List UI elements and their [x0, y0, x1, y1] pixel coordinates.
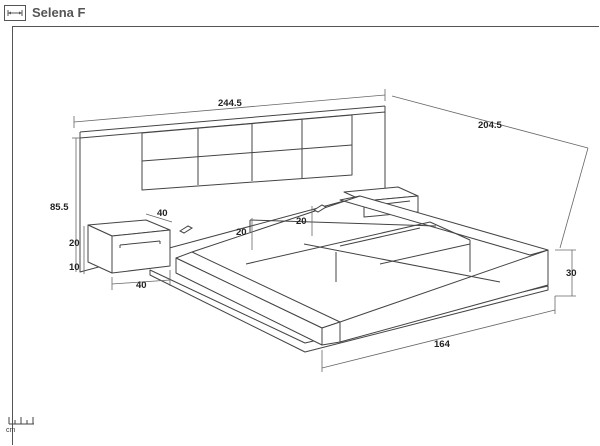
hardware-icon-right	[312, 204, 328, 213]
dim-nightstand-width: 40	[136, 280, 147, 291]
ruler-icon	[8, 417, 34, 425]
dim-headboard-height: 85.5	[50, 202, 69, 213]
left-nightstand	[87, 219, 171, 274]
dim-nightstand-height: 20	[69, 238, 80, 249]
dim-interior-height: 20	[296, 216, 307, 227]
header: Selena F	[0, 0, 600, 30]
units-label: cm	[6, 427, 16, 434]
hardware-icon-left	[178, 225, 194, 234]
dim-frame-width: 164	[434, 339, 451, 350]
right-side-rail	[339, 195, 549, 256]
width-dimension-icon	[4, 5, 26, 21]
dim-frame-height: 30	[566, 268, 577, 279]
dim-nightstand-depth: 40	[157, 208, 168, 219]
drawing-frame	[12, 26, 599, 445]
product-title: Selena F	[32, 5, 86, 20]
left-side-rail	[175, 251, 341, 329]
dim-side-rail-height: 20	[236, 227, 247, 238]
dim-total-length: 204.5	[478, 120, 502, 131]
dim-total-width: 244.5	[218, 98, 242, 109]
dim-nightstand-gap: 10	[69, 262, 80, 273]
